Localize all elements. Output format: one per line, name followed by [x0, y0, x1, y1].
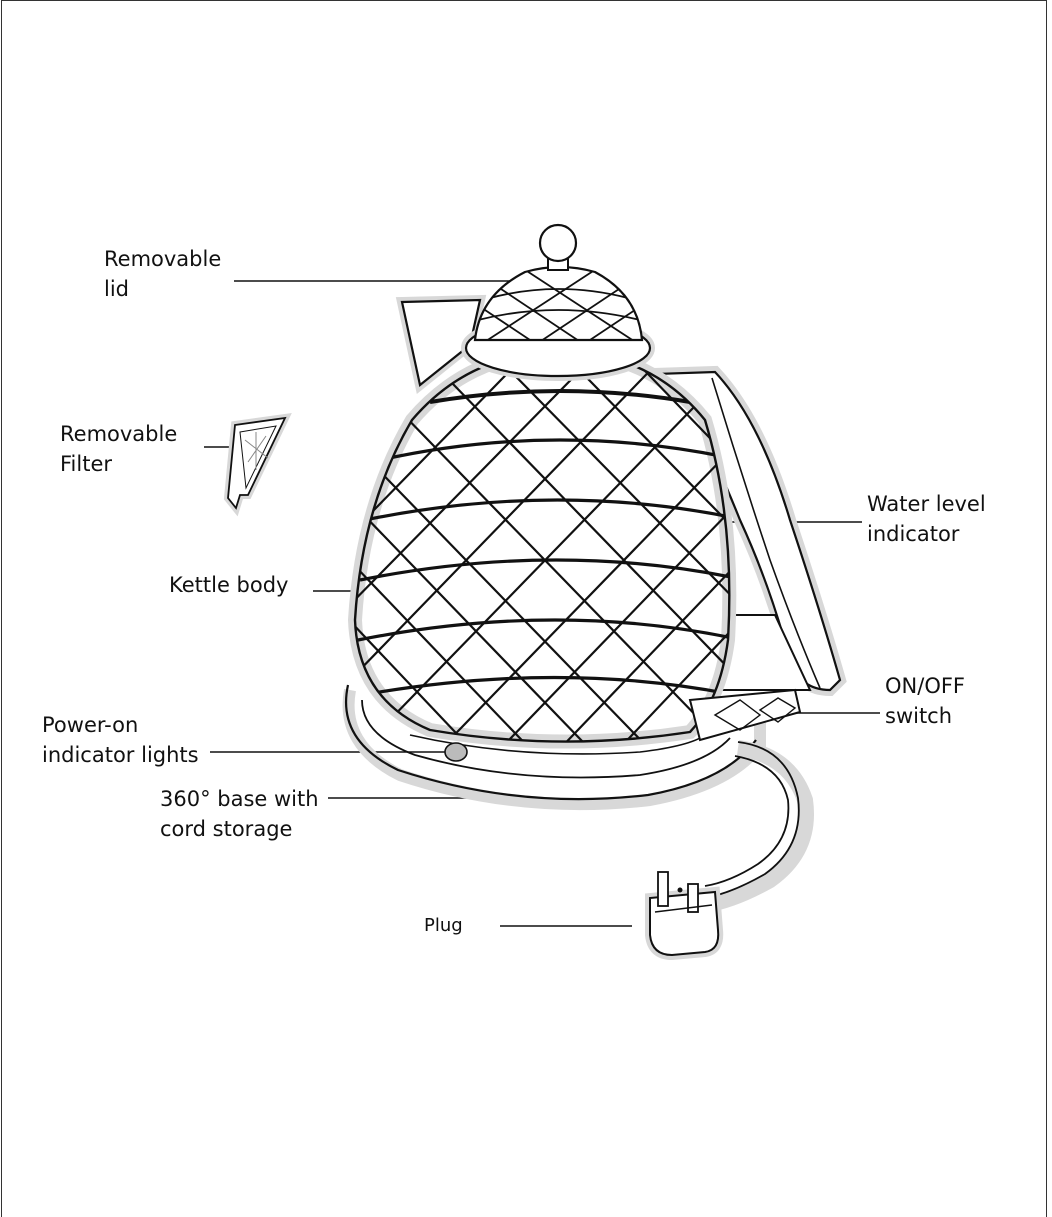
indicator-light-icon: [445, 743, 467, 761]
label-power-on-indicator-lights: Power-on indicator lights: [42, 710, 199, 770]
label-plug: Plug: [424, 911, 463, 941]
kettle-lid: [466, 225, 650, 376]
label-on-off-switch: ON/OFF switch: [885, 671, 965, 731]
label-removable-lid: Removable lid: [104, 244, 221, 304]
label-kettle-body: Kettle body: [169, 570, 288, 600]
label-base: 360° base with cord storage: [160, 784, 319, 844]
power-cord: [705, 742, 806, 905]
label-water-level-indicator: Water level indicator: [867, 489, 986, 549]
plug-icon: [650, 872, 718, 955]
on-off-switch: [690, 690, 800, 740]
label-removable-filter: Removable Filter: [60, 419, 177, 479]
filter-icon: [228, 418, 285, 508]
